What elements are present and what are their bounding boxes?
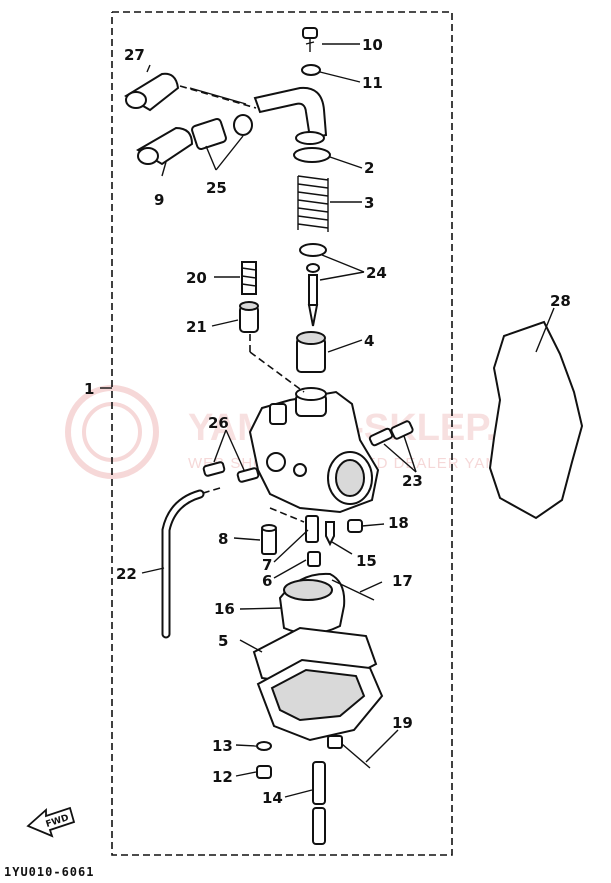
- part-main-jet-6: [307, 551, 321, 567]
- part-pin-17: [331, 579, 375, 601]
- part-oring-2: [293, 147, 331, 163]
- callout-12: 12: [212, 768, 233, 786]
- part-cap-18: [347, 519, 363, 533]
- callout-7: 7: [262, 556, 272, 574]
- dashed-leaders: [179, 85, 305, 523]
- fwd-arrow-icon: FWD: [26, 806, 76, 838]
- callout-21: 21: [186, 318, 207, 336]
- part-spring-3: [297, 172, 329, 234]
- callouts: 10 11 2 3 24 4 1 27 9 25 20 21 26 23 8 7…: [84, 36, 571, 807]
- callout-5: 5: [218, 632, 228, 650]
- part-cap-27: [124, 72, 180, 112]
- part-carburetor-body: [248, 387, 380, 514]
- callout-24: 24: [366, 264, 387, 282]
- assembly-boundary: [111, 11, 453, 856]
- part-float-16: [278, 572, 346, 635]
- leader-lines: [100, 43, 555, 798]
- part-screw-23: [368, 420, 414, 447]
- callout-13: 13: [212, 737, 233, 755]
- callout-28: 28: [550, 292, 571, 310]
- callout-3: 3: [364, 194, 374, 212]
- figure-code: 1YU010-6061: [4, 865, 94, 879]
- callout-11: 11: [362, 74, 383, 92]
- part-washer-13: [256, 741, 272, 751]
- callout-10: 10: [362, 36, 383, 54]
- callout-22: 22: [116, 565, 137, 583]
- callout-2: 2: [364, 159, 374, 177]
- part-washer-11: [301, 64, 321, 76]
- callout-26: 26: [208, 414, 229, 432]
- part-needle-valve-15: [325, 521, 335, 547]
- part-drain-screw-19: [327, 735, 371, 769]
- callout-15: 15: [356, 552, 377, 570]
- callout-1: 1: [84, 380, 94, 398]
- part-spring-20: [241, 261, 257, 295]
- callout-16: 16: [214, 600, 235, 618]
- part-plunger-21: [239, 301, 259, 333]
- callout-19: 19: [392, 714, 413, 732]
- callout-20: 20: [186, 269, 207, 287]
- part-cover-28: [488, 320, 584, 520]
- callout-17: 17: [392, 572, 413, 590]
- part-drain-pipe-14: [312, 761, 326, 845]
- callout-27: 27: [124, 46, 145, 64]
- part-cap-9: [136, 126, 194, 166]
- part-fuel-pipe: [253, 86, 328, 145]
- part-joint-25: [191, 114, 253, 151]
- callout-4: 4: [364, 332, 374, 350]
- part-jet-8: [261, 524, 277, 555]
- part-throttle-valve-4: [296, 331, 326, 373]
- callout-14: 14: [262, 789, 283, 807]
- callout-18: 18: [388, 514, 409, 532]
- callout-8: 8: [218, 530, 228, 548]
- watermark-brand: YAMAHA-SKLEP.PL: [188, 407, 545, 449]
- part-screw-12: [256, 765, 272, 779]
- callout-6: 6: [262, 572, 272, 590]
- part-float-chamber: [256, 658, 384, 742]
- part-needle-24: [299, 243, 327, 327]
- part-screws-26: [202, 461, 260, 483]
- part-needle-jet-7: [305, 515, 319, 543]
- callout-9: 9: [154, 191, 164, 209]
- callout-23: 23: [402, 472, 423, 490]
- callout-25: 25: [206, 179, 227, 197]
- part-screw-10: [302, 27, 318, 52]
